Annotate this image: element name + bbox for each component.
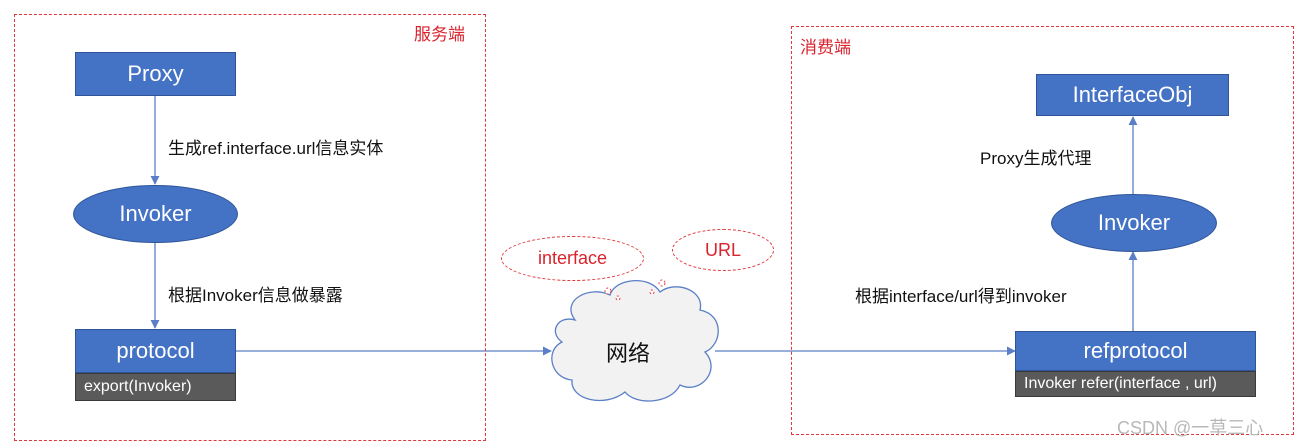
- bubble-trail-dot: [649, 289, 655, 295]
- bubble-interface: interface: [501, 236, 644, 281]
- watermark: CSDN @一草三心: [1117, 418, 1264, 438]
- proxy-box: Proxy: [75, 52, 236, 96]
- interfaceobj-box: InterfaceObj: [1036, 74, 1229, 116]
- refer-invoker-label: 根据interface/url得到invoker: [855, 287, 1067, 306]
- export-method-bar: export(Invoker): [75, 373, 236, 401]
- step-expose-label: 根据Invoker信息做暴露: [168, 286, 343, 305]
- bubble-trail-dot: [604, 287, 612, 295]
- bubble-trail-dot: [658, 279, 666, 287]
- step-generate-entity-label: 生成ref.interface.url信息实体: [168, 139, 384, 158]
- consumer-title: 消费端: [800, 38, 851, 57]
- protocol-box: protocol: [75, 329, 236, 373]
- refer-method-bar: Invoker refer(interface , url): [1015, 371, 1256, 397]
- network-label: 网络: [606, 341, 651, 366]
- provider-title: 服务端: [414, 25, 465, 44]
- network-cloud: [551, 280, 719, 402]
- bubble-trail-dot: [615, 295, 621, 301]
- refprotocol-box: refprotocol: [1015, 331, 1256, 371]
- consumer-invoker-ellipse: Invoker: [1051, 194, 1217, 252]
- proxy-generate-label: Proxy生成代理: [980, 149, 1092, 168]
- bubble-url: URL: [672, 229, 774, 271]
- provider-invoker-ellipse: Invoker: [73, 185, 238, 243]
- consumer-region: [791, 26, 1294, 435]
- provider-region: [14, 14, 486, 441]
